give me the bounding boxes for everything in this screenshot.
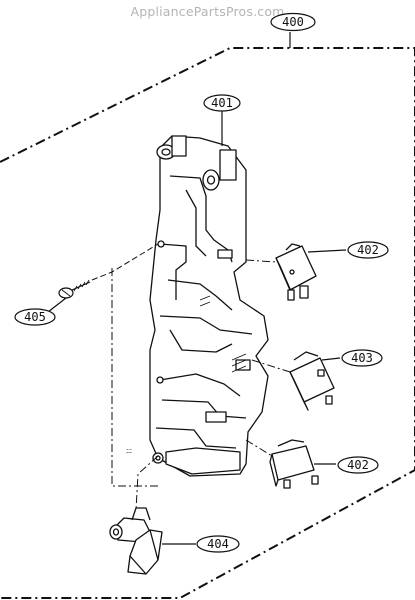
callout-402-top[interactable]: 402 — [307, 241, 389, 259]
callout-400[interactable]: 400 — [270, 12, 316, 49]
callout-404-label: 404 — [207, 537, 229, 551]
callout-402-bottom[interactable]: 402 — [314, 456, 379, 474]
callout-403[interactable]: 403 — [321, 349, 383, 367]
callout-405-label: 405 — [24, 310, 46, 324]
guide-lines — [111, 259, 291, 511]
watermark: AppliancePartsPros.com — [130, 4, 285, 19]
door-switch-bracket-401[interactable] — [149, 135, 269, 477]
callout-400-label: 400 — [282, 15, 304, 29]
callout-404[interactable]: 404 — [162, 535, 240, 553]
callout-405[interactable]: 405 — [14, 297, 67, 326]
micro-switch-402-top[interactable] — [275, 243, 317, 301]
screw-alignment-line — [91, 243, 159, 281]
door-lever-404[interactable] — [109, 507, 163, 575]
assembly-boundary-400 — [0, 47, 415, 599]
screw-405[interactable] — [58, 279, 91, 299]
small-mark: ﾆﾆ — [126, 448, 132, 455]
micro-switch-403[interactable] — [289, 351, 335, 411]
callout-402-bottom-label: 402 — [347, 458, 369, 472]
micro-switch-402-bottom[interactable] — [269, 439, 319, 489]
callout-403-label: 403 — [351, 351, 373, 365]
callout-401-label: 401 — [211, 96, 233, 110]
callout-401[interactable]: 401 — [203, 94, 241, 146]
callout-402-top-label: 402 — [357, 243, 379, 257]
